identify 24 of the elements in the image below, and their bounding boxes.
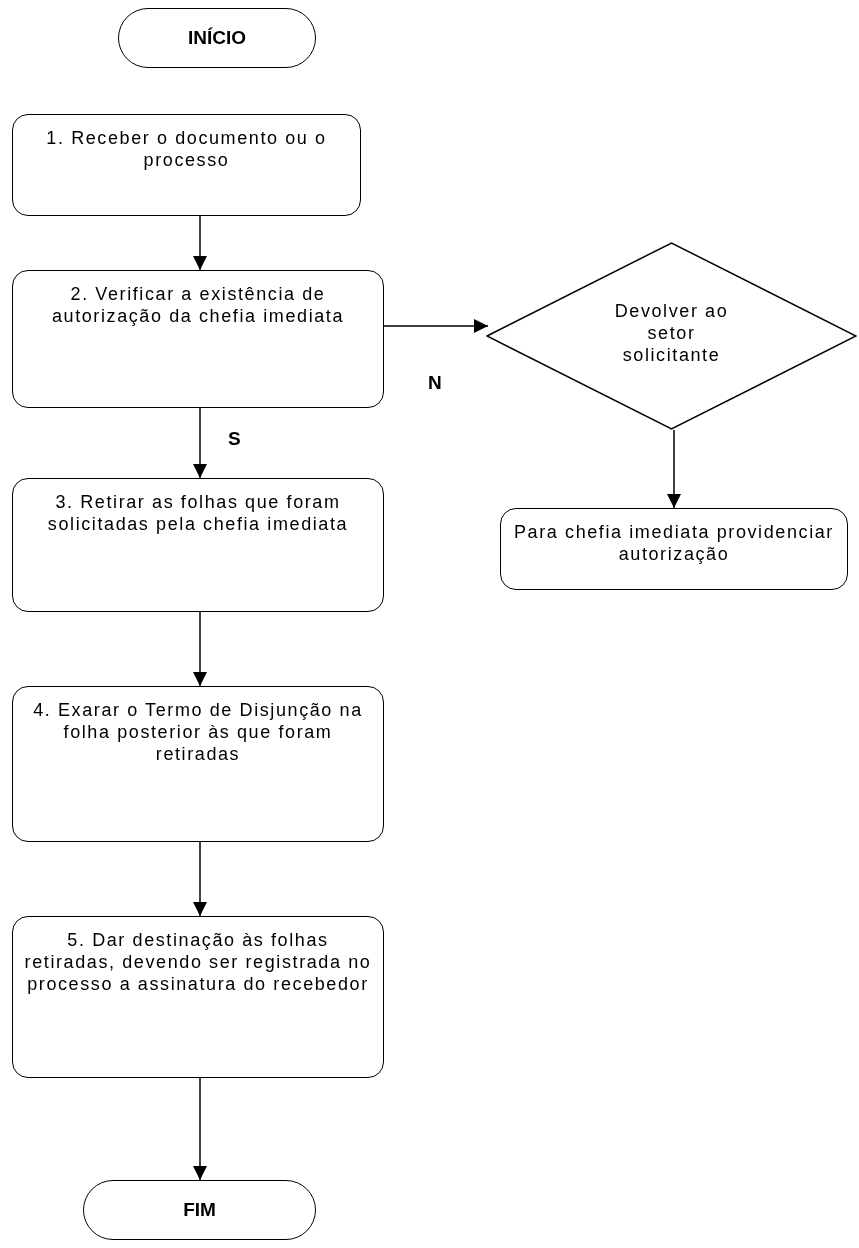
step-text: 5. Dar destinação às folhas retiradas, devendo ser registrada no processo a assinatura do recebedor — [23, 929, 373, 995]
process-box — [12, 478, 384, 612]
arrow — [193, 1077, 207, 1181]
step-text: 4. Exarar o Termo de Disjunção na folha posterior às que foram retiradas — [32, 699, 364, 765]
terminal-label: INÍCIO — [187, 27, 247, 49]
arrow — [193, 611, 207, 687]
arrow — [193, 841, 207, 917]
terminal-label: FIM — [183, 1199, 216, 1221]
terminal-box — [118, 8, 316, 68]
step-text: 1. Receber o documento ou o processo — [45, 127, 328, 171]
arrow — [383, 319, 489, 333]
step-text: 2. Verificar a existência de autorização da chefia imediata — [50, 283, 346, 327]
process-box — [12, 686, 384, 842]
arrow — [667, 429, 681, 509]
terminal-box — [83, 1180, 316, 1240]
arrow — [193, 407, 207, 479]
process-box — [12, 916, 384, 1078]
process-box — [12, 114, 361, 216]
step-text: Devolver ao setor solicitante — [613, 300, 730, 366]
arrow — [193, 215, 207, 271]
step-text: 3. Retirar as folhas que foram solicitadas pela chefia imediata — [46, 491, 350, 535]
process-box — [12, 270, 384, 408]
step-text: Para chefia imediata providenciar autorização — [513, 521, 835, 565]
process-box — [500, 508, 848, 590]
